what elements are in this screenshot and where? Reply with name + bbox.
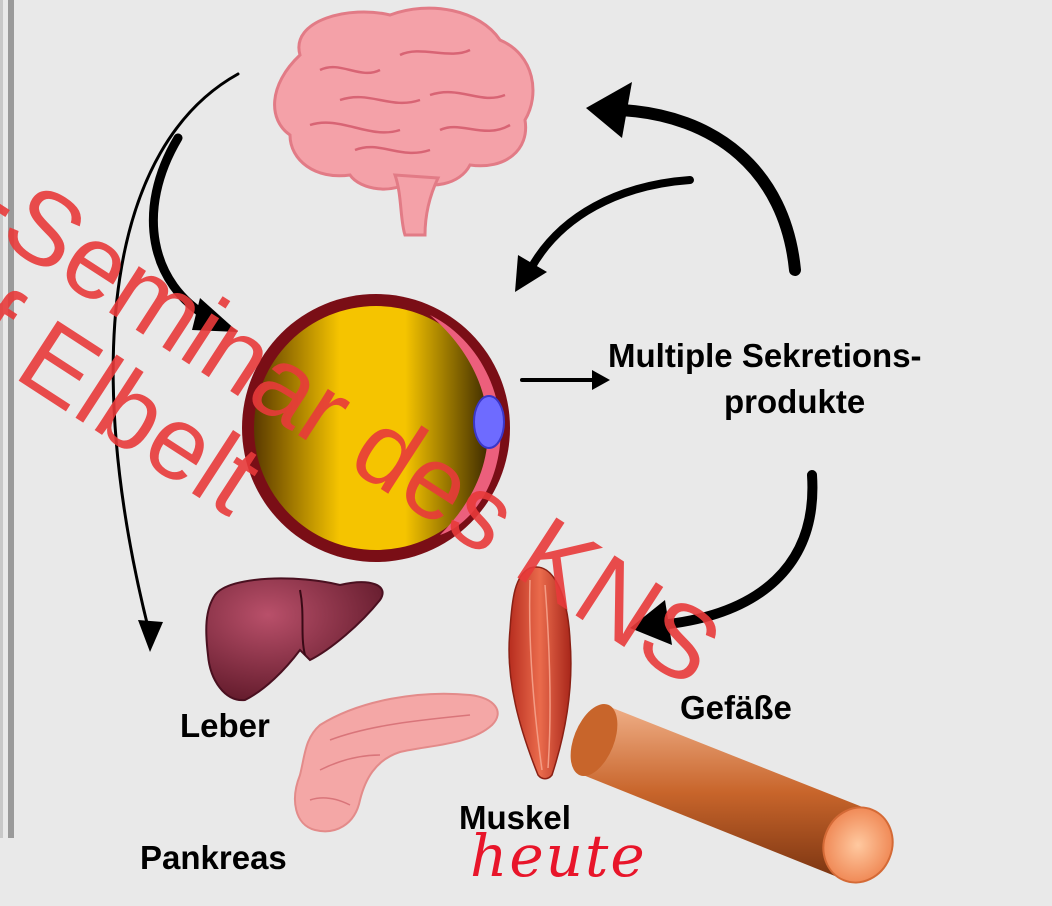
liver-icon: [206, 578, 382, 700]
secretion-label: Multiple Sekretions-: [608, 338, 922, 374]
brain-icon: [275, 8, 533, 235]
vessels-label: Gefäße: [680, 690, 792, 726]
pancreas-label: Pankreas: [140, 840, 287, 876]
liver-label: Leber: [180, 708, 270, 744]
secretion-label-line2: produkte: [724, 384, 865, 420]
handwritten-note: heute: [470, 822, 647, 890]
